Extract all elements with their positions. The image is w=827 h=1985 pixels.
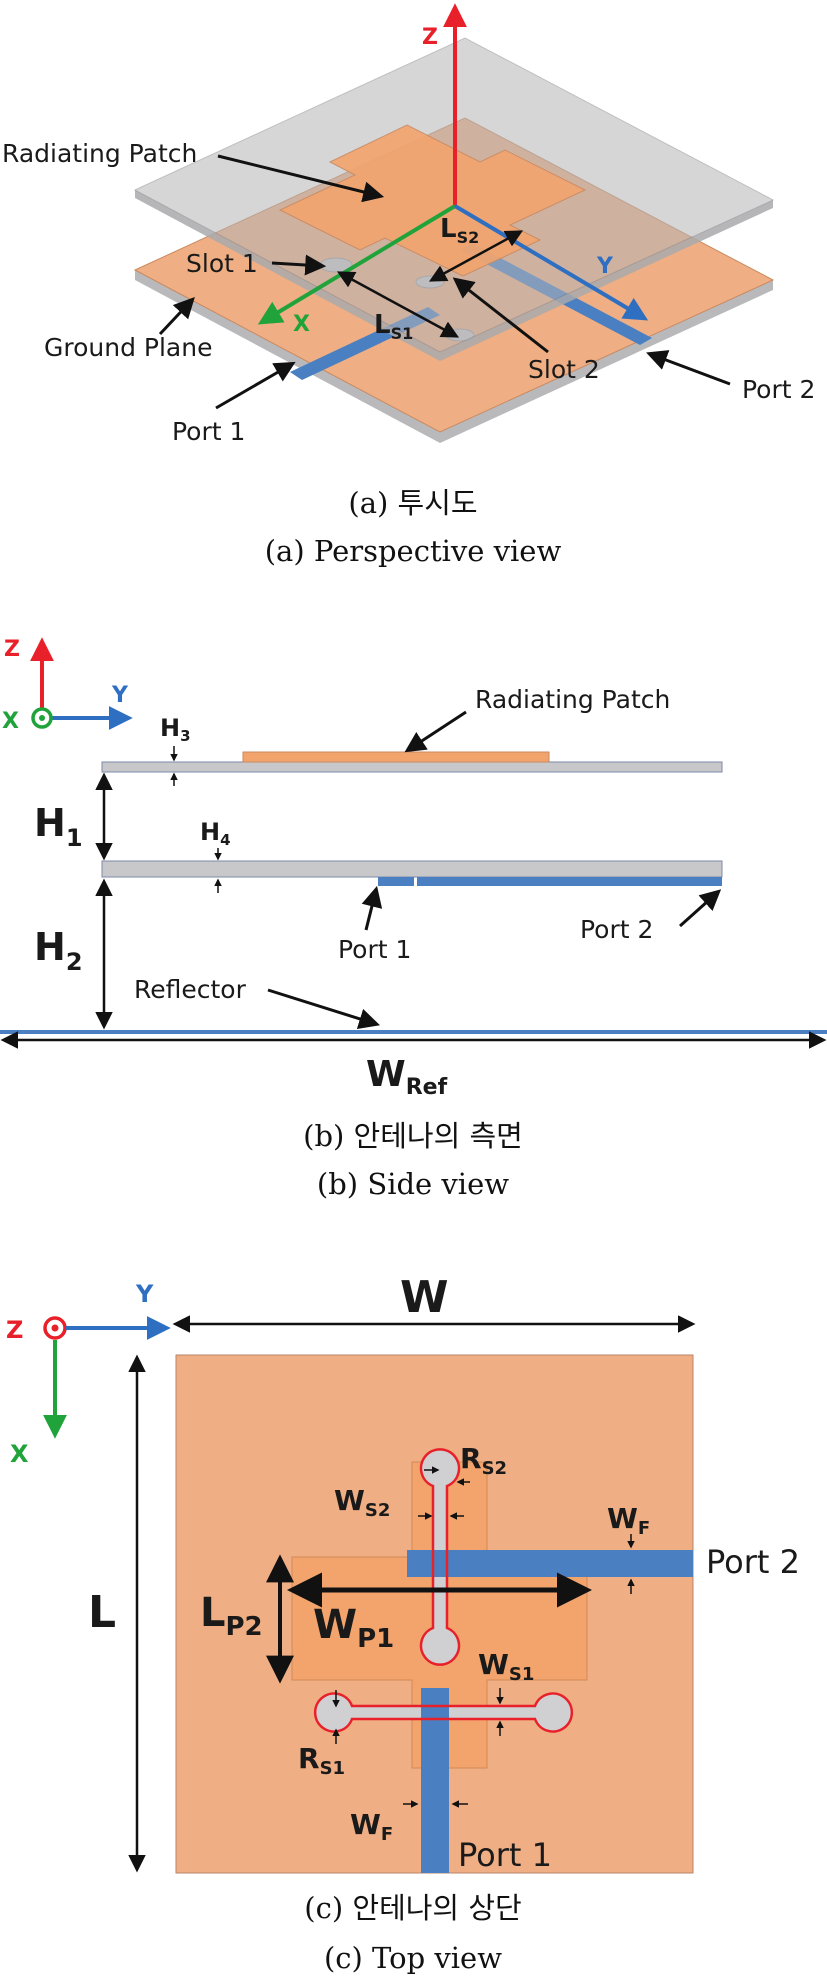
top-x-label: X <box>10 1440 29 1468</box>
slot2-outline <box>419 1448 461 1666</box>
x-axis-line <box>257 204 457 325</box>
h1-label: H1 <box>34 801 83 852</box>
top-y-label: Y <box>135 1280 154 1308</box>
top-port1-label: Port 1 <box>458 1836 552 1874</box>
slot1-right-end <box>534 1693 572 1731</box>
ws1-label: WS1 <box>478 1648 534 1685</box>
ground-plane-label: Ground Plane <box>44 333 212 362</box>
port2-label: Port 2 <box>742 375 815 404</box>
slot2-pointer <box>452 277 549 354</box>
rs1-label: RS1 <box>298 1742 345 1779</box>
side-z-label: Z <box>4 637 20 662</box>
side-port2-pointer <box>678 889 722 928</box>
caption-c-kr: (c) 안테나의 상단 <box>304 1891 521 1925</box>
top-port1-feed <box>421 1688 449 1873</box>
h2-label: H2 <box>34 925 83 976</box>
side-bottom-substrate <box>101 860 723 878</box>
w-label: W <box>400 1272 449 1323</box>
side-y-label: Y <box>111 683 129 708</box>
top-port2-feed <box>407 1550 693 1577</box>
rs2-label: RS2 <box>460 1442 507 1479</box>
top-z-label: Z <box>6 1316 23 1344</box>
side-top-substrate <box>101 761 723 773</box>
x-axis-label: X <box>293 312 310 337</box>
side-radiating-patch-label: Radiating Patch <box>475 685 670 714</box>
wf-right-label: WF <box>607 1502 650 1539</box>
top-z-axis-center <box>51 1324 59 1332</box>
slot2-bottom-end <box>421 1627 459 1665</box>
caption-b-kr: (b) 안테나의 측면 <box>303 1119 523 1153</box>
side-radiating-patch-pointer <box>404 710 467 753</box>
side-port1-label: Port 1 <box>338 935 411 964</box>
top-view: Z Y X W L WP1 LP2 RS2 WS2 <box>6 1272 800 1975</box>
h4-label: H4 <box>200 818 231 849</box>
slot1-outline <box>313 1692 574 1733</box>
side-reflector <box>0 1030 827 1034</box>
y-axis-line <box>453 204 649 321</box>
ground-plane-pointer <box>158 296 195 336</box>
wp1-label: WP1 <box>313 1602 394 1654</box>
side-x-axis-center <box>39 715 45 721</box>
caption-a-kr: (a) 투시도 <box>348 486 477 520</box>
caption-b-en: (b) Side view <box>317 1167 509 1201</box>
h3-label: H3 <box>160 714 191 745</box>
perspective-view: Z X Y LS1 LS2 Radiating Patch Slot 1 Gro… <box>2 3 815 568</box>
port1-pointer <box>215 361 296 410</box>
wref-label: WRef <box>366 1054 448 1100</box>
top-port2-label: Port 2 <box>706 1543 800 1581</box>
slot1-pointer <box>271 254 327 276</box>
slot2-label: Slot 2 <box>528 355 600 384</box>
port1-label: Port 1 <box>172 417 245 446</box>
radiating-patch-pointer <box>217 154 385 203</box>
slot1-label: Slot 1 <box>186 249 258 278</box>
side-port2-feed <box>417 877 722 886</box>
caption-c-en: (c) Top view <box>324 1941 502 1975</box>
side-port1-feed <box>378 877 414 886</box>
side-port1-pointer <box>361 885 383 931</box>
ls1-arrow <box>336 271 460 338</box>
wf-bottom-label: WF <box>350 1808 393 1845</box>
z-axis-label: Z <box>422 25 438 50</box>
ls2-label: LS2 <box>440 214 479 247</box>
ls1-label: LS1 <box>374 310 413 343</box>
side-port2-label: Port 2 <box>580 915 653 944</box>
slot2-top-end <box>421 1449 459 1487</box>
side-reflector-pointer <box>267 988 381 1029</box>
caption-a-en: (a) Perspective view <box>265 534 562 568</box>
side-x-label: X <box>2 709 19 734</box>
ws2-label: WS2 <box>334 1484 390 1521</box>
radiating-patch-label: Radiating Patch <box>2 139 197 168</box>
port2-pointer <box>646 350 731 386</box>
y-axis-label: Y <box>596 254 614 279</box>
side-radiating-patch <box>242 751 550 763</box>
side-view: Z X Y H1 H2 H3 H4 Radiating Patch Port 1… <box>0 637 827 1201</box>
ls2-arrow <box>428 230 524 282</box>
side-reflector-label: Reflector <box>134 975 247 1004</box>
lp2-label: LP2 <box>200 1590 263 1642</box>
slot1-left-end <box>315 1693 353 1731</box>
l-label: L <box>88 1587 116 1638</box>
